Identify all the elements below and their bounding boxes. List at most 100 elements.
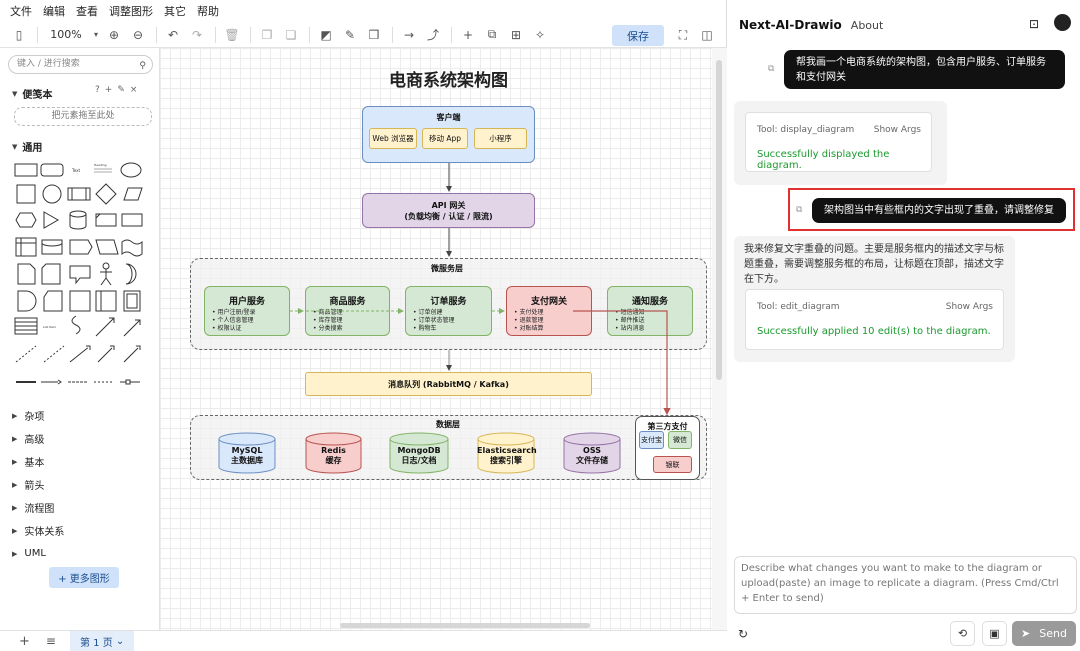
diagram-title[interactable]: 电商系统架构图 — [389, 71, 508, 91]
general-shapes-palette[interactable]: Text Heading — [14, 160, 144, 390]
vertical-scrollbar-thumb[interactable] — [716, 60, 722, 380]
zoom-in-icon[interactable]: ⊕ — [108, 27, 120, 42]
add-icon[interactable]: + — [104, 85, 118, 95]
scratchpad-dropzone[interactable]: 把元素拖至此处 — [14, 107, 152, 126]
line-color-icon[interactable]: ✎ — [344, 27, 356, 42]
waypoints-icon[interactable]: ⤴ — [426, 28, 439, 42]
reset-icon[interactable]: ↻ — [738, 627, 749, 641]
client-web[interactable]: Web 浏览器 — [369, 128, 417, 149]
section-flowchart[interactable]: ▶流程图 — [12, 496, 64, 519]
zoom-dropdown-icon[interactable]: ▾ — [93, 30, 98, 39]
to-front-icon[interactable]: ❐ — [261, 27, 273, 42]
caret-right-icon: ▶ — [12, 480, 18, 489]
send-icon: ➤ — [1021, 627, 1031, 640]
history-button[interactable]: ⟲ — [950, 621, 975, 646]
shapes-icon[interactable]: ⧉ — [487, 27, 497, 41]
payment-unionpay[interactable]: 银联 — [653, 456, 692, 473]
section-er[interactable]: ▶实体关系 — [12, 519, 64, 542]
service-order[interactable]: 订单服务 • 订单创建• 订单状态管理• 购物车 — [405, 286, 492, 336]
tool-name: Tool: edit_diagram — [757, 302, 840, 312]
data-layer-group[interactable] — [190, 415, 707, 480]
section-arrows[interactable]: ▶箭头 — [12, 473, 64, 496]
client-app[interactable]: 移动 App — [422, 128, 468, 149]
data-layer-label: 数据层 — [436, 420, 460, 429]
menu-view[interactable]: 查看 — [76, 5, 98, 18]
shadow-icon[interactable]: ❒ — [368, 27, 380, 42]
caret-down-icon: ▼ — [12, 142, 18, 151]
toolbar-divider — [309, 26, 310, 43]
more-shapes-button[interactable]: + 更多图形 — [49, 567, 119, 588]
add-page-icon[interactable]: + — [19, 633, 30, 649]
about-link[interactable]: About — [850, 19, 884, 32]
horizontal-scrollbar-thumb[interactable] — [340, 623, 590, 628]
payment-alipay[interactable]: 支付宝 — [639, 431, 664, 449]
fullscreen-icon[interactable]: ⛶ — [678, 27, 688, 42]
toolbar-divider — [392, 26, 393, 43]
save-button[interactable]: 保存 — [612, 25, 664, 46]
close-icon[interactable]: × — [129, 85, 143, 95]
api-gateway-node[interactable]: API 网关 (负载均衡 / 认证 / 限流) — [362, 193, 535, 228]
scratchpad-header[interactable]: ▼ 便笺本 — [12, 86, 53, 102]
fill-color-icon[interactable]: ◩ — [320, 27, 332, 42]
service-title: 用户服务 — [228, 297, 265, 307]
show-args-button[interactable]: Show Args — [873, 125, 921, 135]
github-icon[interactable] — [1054, 14, 1071, 31]
show-args-button[interactable]: Show Args — [945, 302, 993, 312]
page-tab-1[interactable]: 第 1 页 ⌄ — [69, 630, 135, 651]
scratchpad-title: 便笺本 — [22, 90, 53, 101]
service-product[interactable]: 商品服务 • 商品管理• 库存管理• 分类搜索 — [305, 286, 390, 336]
menu-extras[interactable]: 其它 — [164, 5, 186, 18]
redo-icon[interactable]: ↷ — [191, 27, 203, 42]
copy-icon[interactable]: ⧉ — [796, 205, 803, 215]
service-notification[interactable]: 通知服务 • 短信通知• 邮件推送• 站内消息 — [607, 286, 693, 336]
client-miniprogram[interactable]: 小程序 — [474, 128, 527, 149]
undo-icon[interactable]: ↶ — [167, 27, 179, 42]
service-items: • 短信通知• 邮件推送• 站内消息 — [615, 309, 645, 332]
section-label: 杂项 — [24, 412, 45, 423]
caret-right-icon: ▶ — [12, 549, 18, 558]
panel-collapse-icon[interactable]: ⊡ — [1029, 17, 1040, 31]
magic-icon[interactable]: ✧ — [534, 27, 546, 42]
menu-edit[interactable]: 编辑 — [43, 5, 65, 18]
insert-icon[interactable]: + — [462, 27, 474, 42]
zoom-out-icon[interactable]: ⊖ — [132, 27, 144, 42]
to-back-icon[interactable]: ❏ — [285, 27, 297, 42]
message-queue-node[interactable]: 消息队列 (RabbitMQ / Kafka) — [305, 372, 592, 396]
service-items: • 订单创建• 订单状态管理• 购物车 — [413, 309, 455, 332]
general-header[interactable]: ▼ 通用 — [12, 139, 42, 155]
section-label: 基本 — [24, 458, 45, 469]
zoom-select[interactable]: 100% — [50, 28, 82, 41]
svg-text:Heading: Heading — [94, 163, 107, 167]
section-label: UML — [24, 548, 46, 559]
connection-icon[interactable]: → — [403, 27, 415, 42]
section-advanced[interactable]: ▶高级 — [12, 427, 64, 450]
pages-menu-icon[interactable]: ≡ — [45, 634, 56, 648]
delete-icon[interactable]: 🗑 — [224, 27, 240, 42]
shape-search-input[interactable]: 键入 / 进行搜索 ⚲ — [8, 55, 153, 74]
payment-wechat[interactable]: 微信 — [668, 431, 692, 449]
send-button[interactable]: ➤ Send — [1012, 621, 1076, 646]
format-panel-toggle-icon[interactable]: ◫ — [701, 28, 713, 42]
sidebar-toggle-icon[interactable]: ▯ — [15, 27, 23, 42]
copy-icon[interactable]: ⧉ — [768, 64, 775, 74]
chat-input[interactable]: Describe what changes you want to make t… — [734, 556, 1077, 614]
section-uml[interactable]: ▶ UML — [12, 542, 64, 565]
table-icon[interactable]: ⊞ — [510, 27, 522, 42]
section-misc[interactable]: ▶杂项 — [12, 404, 64, 427]
upload-image-button[interactable]: ▣ — [982, 621, 1007, 646]
service-payment-gateway[interactable]: 支付网关 • 支付处理• 退款管理• 对账结算 — [506, 286, 592, 336]
service-user[interactable]: 用户服务 • 用户注册/登录• 个人信息管理• 权限认证 — [204, 286, 290, 336]
menu-arrange[interactable]: 调整图形 — [109, 5, 153, 18]
section-basic[interactable]: ▶基本 — [12, 450, 64, 473]
edit-icon[interactable]: ✎ — [117, 85, 130, 95]
help-icon[interactable]: ? — [95, 85, 105, 95]
toolbar-divider — [215, 26, 216, 43]
cylinder-shape — [477, 432, 535, 474]
menu-file[interactable]: 文件 — [10, 5, 32, 18]
menu-help[interactable]: 帮助 — [197, 5, 219, 18]
